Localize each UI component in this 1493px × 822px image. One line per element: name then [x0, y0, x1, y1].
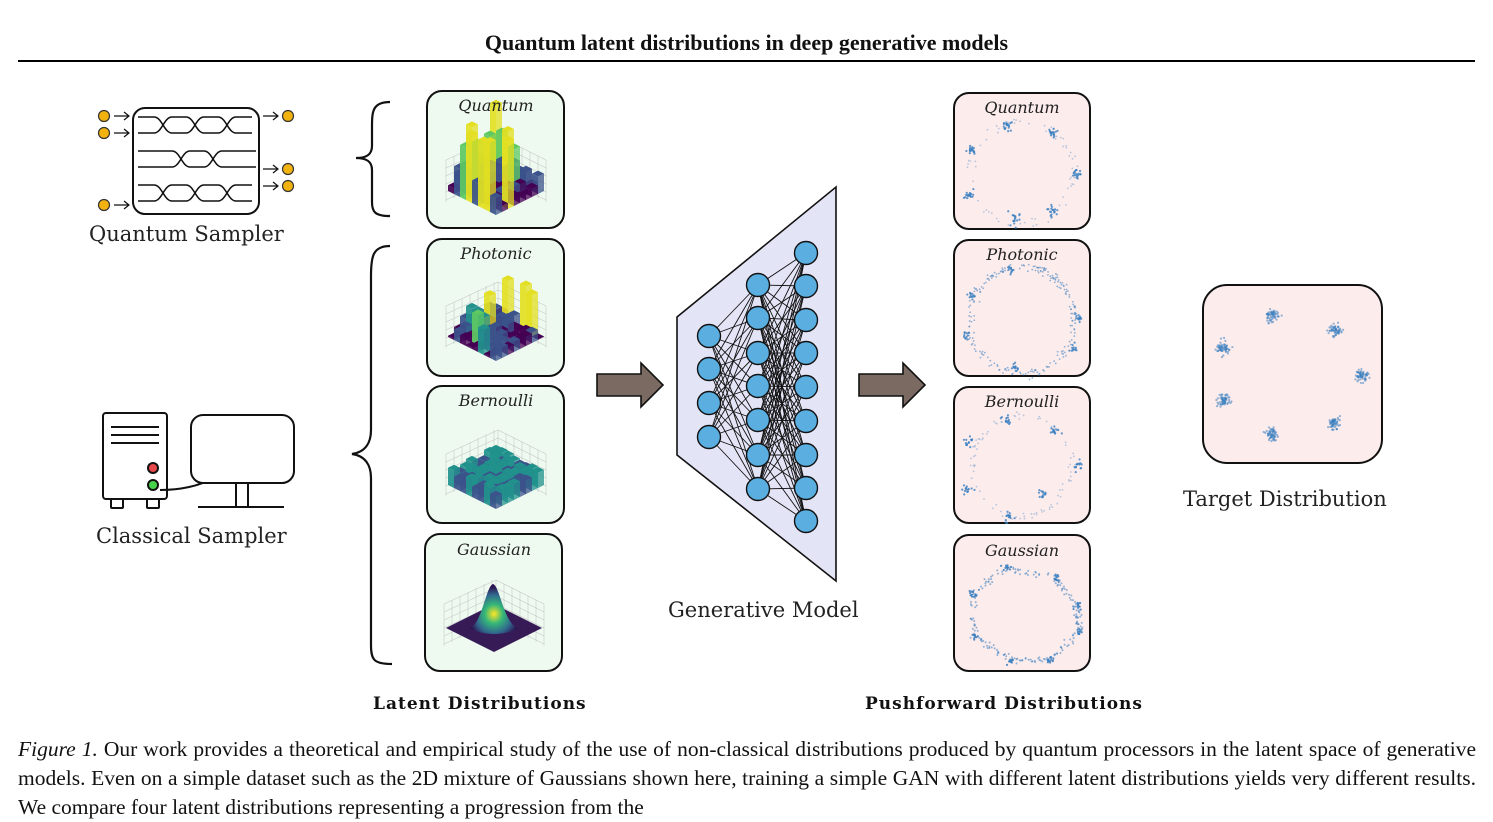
neuron-node — [793, 475, 819, 501]
neural-network-icon — [696, 240, 819, 534]
latent-histograms — [443, 99, 547, 652]
classical-brace — [351, 244, 393, 666]
latent-label-photonic: Photonic — [459, 244, 531, 263]
latent-label-bernoulli: Bernoulli — [458, 391, 533, 410]
neuron-node — [793, 442, 819, 468]
arrow-to-outputs-icon — [858, 361, 927, 409]
target-distribution-label: Target Distribution — [1183, 487, 1387, 511]
neuron-node — [696, 323, 722, 349]
quantum-sampler-label: Quantum Sampler — [89, 222, 284, 246]
figure-caption: Figure 1. Our work provides a theoretica… — [18, 735, 1476, 822]
latent-label-quantum: Quantum — [458, 96, 533, 115]
latent-distributions-heading: Latent Distributions — [373, 694, 587, 714]
neuron-node — [745, 442, 771, 468]
quantum-brace — [355, 100, 391, 218]
scatter-points — [961, 118, 1371, 666]
figure-title: Quantum latent distributions in deep gen… — [484, 30, 1009, 55]
neuron-node — [793, 408, 819, 434]
pushforward-panel-gaussian — [953, 534, 1091, 672]
neuron-node — [696, 356, 722, 382]
neuron-node — [696, 390, 722, 416]
generative-model-label: Generative Model — [668, 598, 859, 622]
neuron-node — [745, 272, 771, 298]
neuron-node — [745, 476, 771, 502]
neuron-node — [793, 374, 819, 400]
push-label-gaussian: Gaussian — [985, 541, 1059, 560]
neuron-node — [745, 305, 771, 331]
arrow-to-model-icon — [596, 361, 665, 409]
push-label-quantum: Quantum — [984, 98, 1059, 117]
caption-text: Our work provides a theoretical and empi… — [18, 737, 1477, 819]
neuron-node — [793, 307, 819, 333]
photon-output-icons — [263, 109, 295, 193]
neuron-node — [745, 407, 771, 433]
neuron-node — [745, 373, 771, 399]
pushforward-panel-bernoulli — [953, 386, 1091, 524]
push-label-photonic: Photonic — [985, 245, 1057, 264]
computer-icon — [102, 412, 295, 509]
classical-sampler-label: Classical Sampler — [96, 524, 287, 548]
neuron-node — [745, 340, 771, 366]
pushforward-panel-quantum — [953, 92, 1091, 230]
title-rule — [18, 60, 1475, 62]
caption-figure-number: Figure 1. — [18, 737, 98, 761]
neuron-node — [793, 240, 819, 266]
neuron-node — [793, 508, 819, 534]
neuron-node — [696, 424, 722, 450]
push-label-bernoulli: Bernoulli — [984, 392, 1059, 411]
neuron-node — [793, 273, 819, 299]
pushforward-distributions-heading: Pushforward Distributions — [865, 694, 1143, 714]
figure-canvas: Quantum Photonic Bernoulli Gaussian Quan… — [97, 90, 1383, 672]
target-panel — [1202, 284, 1383, 464]
neuron-node — [793, 340, 819, 366]
quantum-chip-icon — [132, 107, 260, 215]
latent-label-gaussian: Gaussian — [457, 540, 531, 559]
photon-input-icons — [97, 109, 130, 212]
